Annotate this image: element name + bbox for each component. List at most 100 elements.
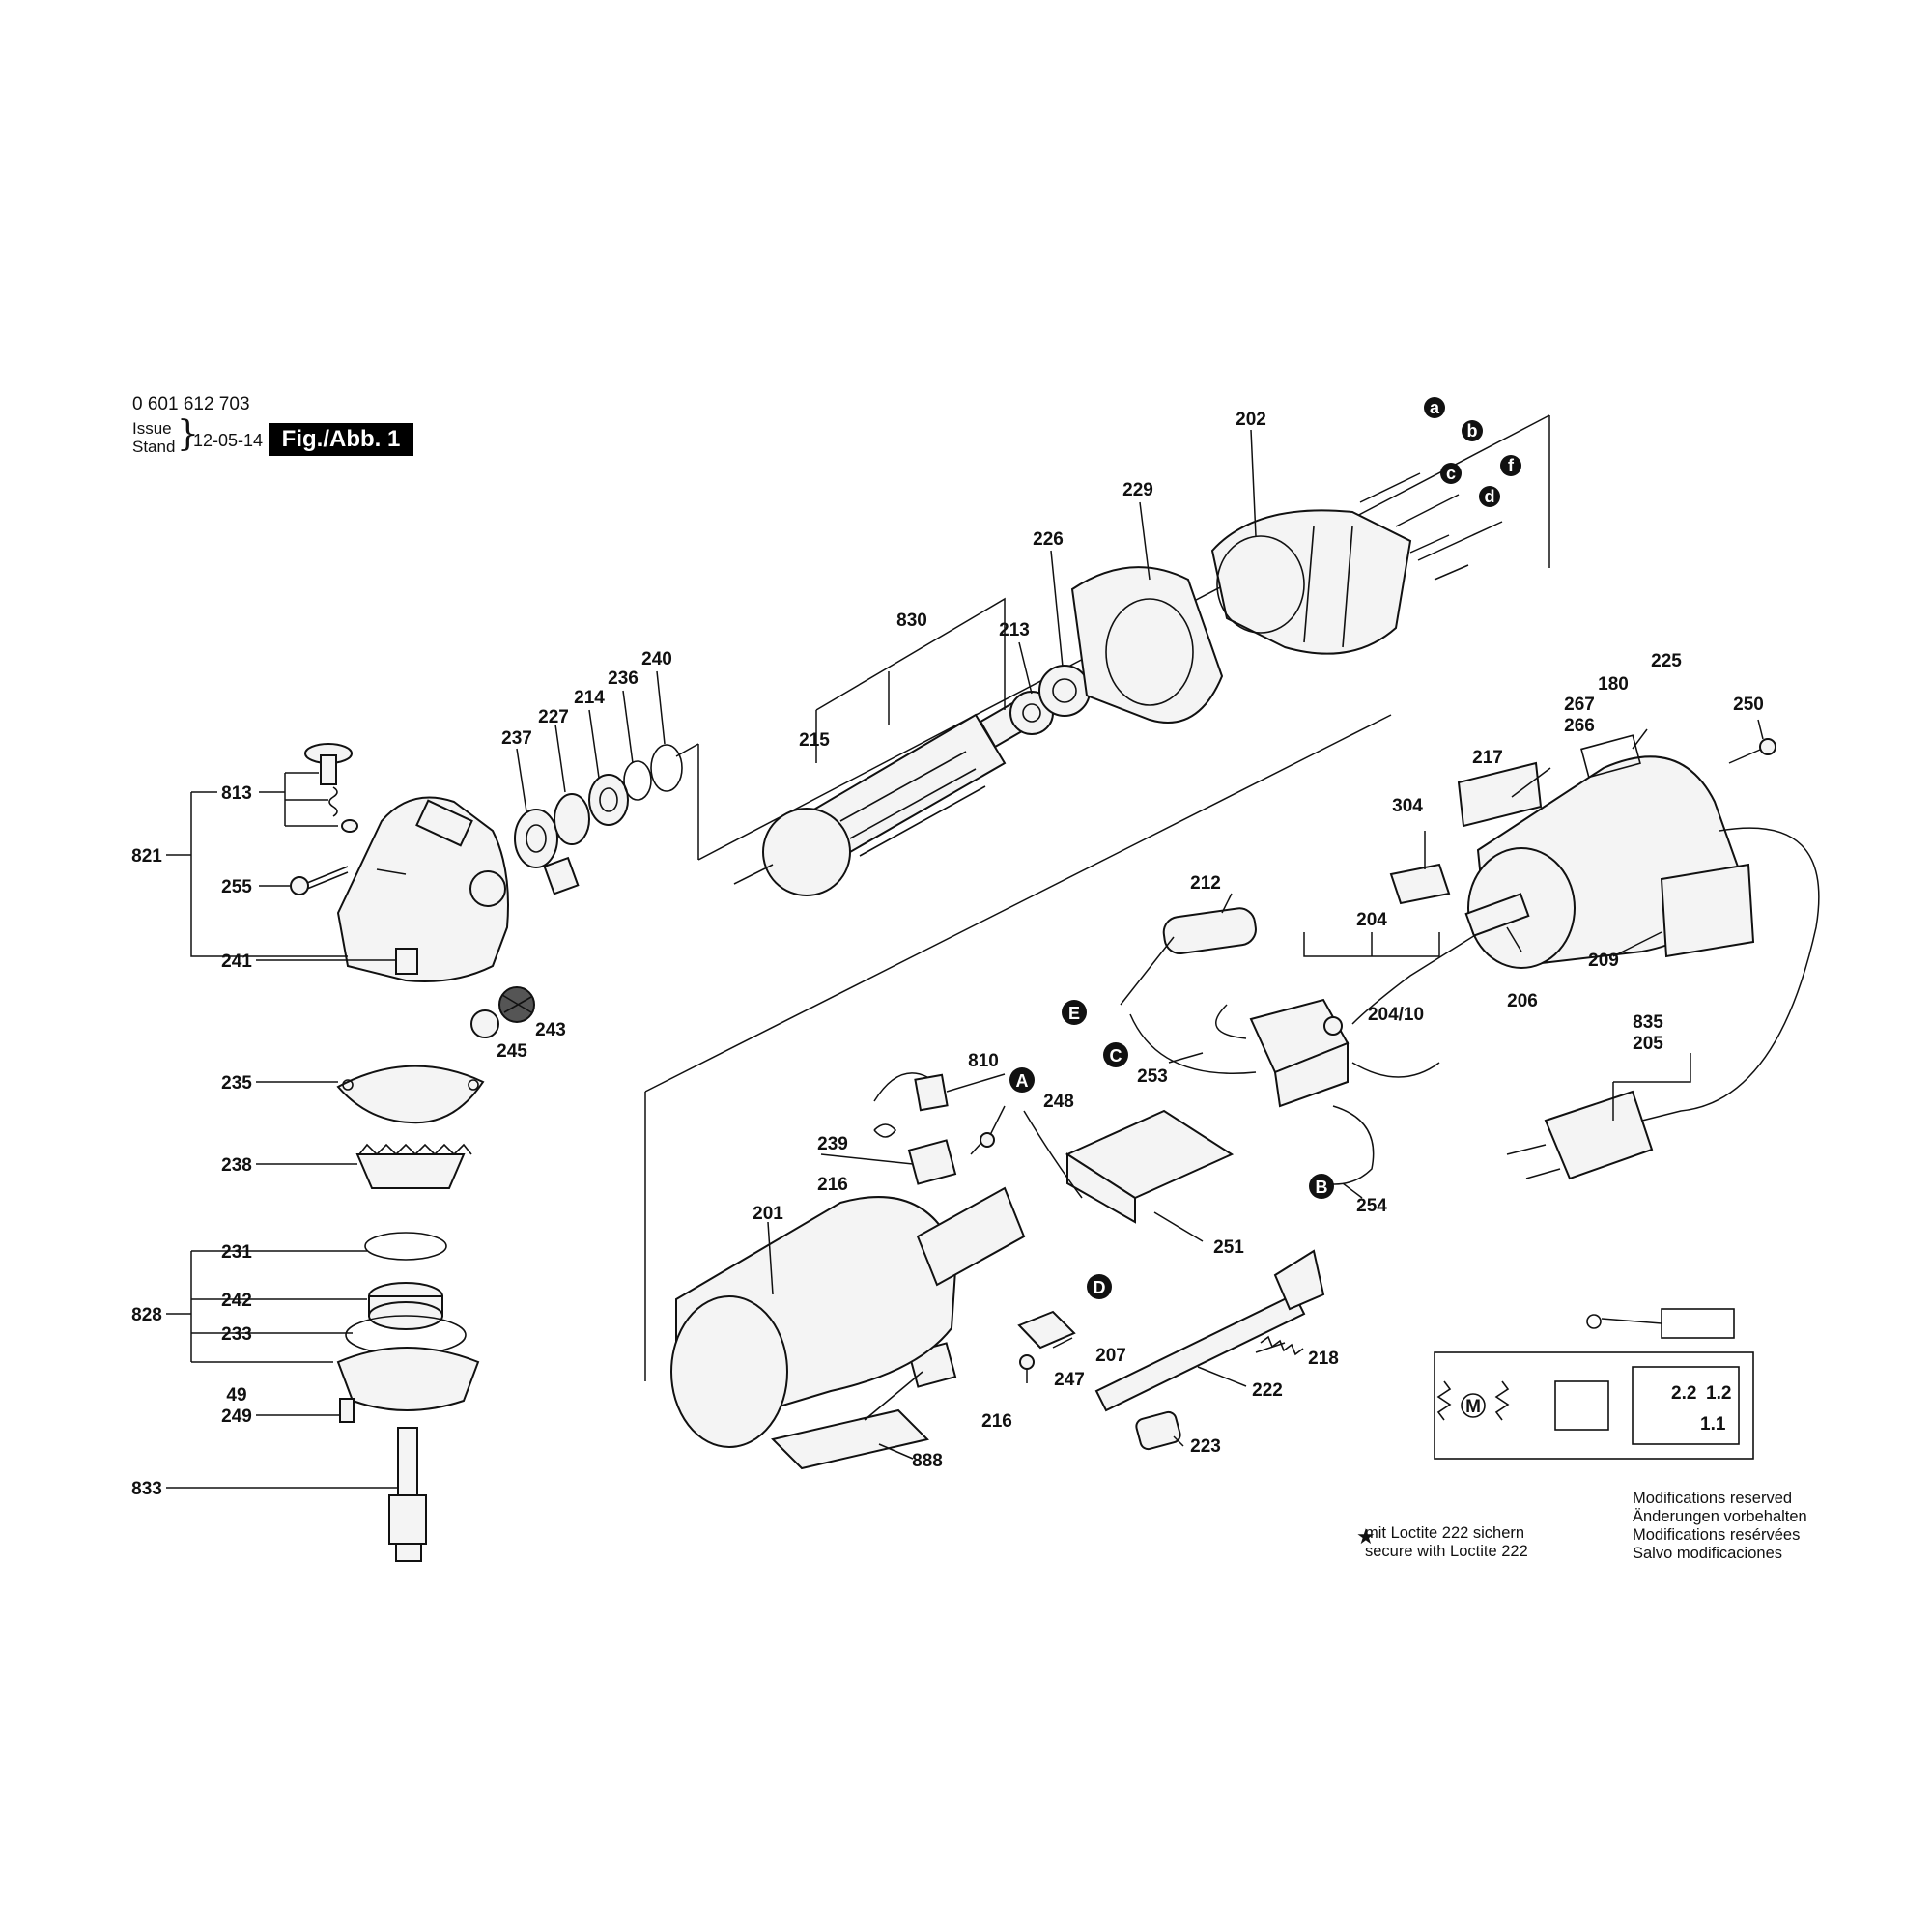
spindle-bearing bbox=[368, 1282, 443, 1330]
schematic-motor-symbol: M bbox=[1465, 1397, 1481, 1417]
wire-marker-D: D bbox=[1087, 1274, 1112, 1299]
needle-cage bbox=[543, 856, 580, 895]
label-888 bbox=[771, 1408, 929, 1470]
circuit-schematic bbox=[1434, 1308, 1754, 1460]
switch-rod bbox=[1094, 1249, 1325, 1412]
label-231: 231 bbox=[221, 1242, 252, 1263]
issue-stand-labels: Issue Stand bbox=[132, 419, 175, 456]
wire-marker-c: c bbox=[1440, 463, 1462, 484]
part-labels: 202 229 226 830 213 215 240 236 214 227 … bbox=[131, 410, 1764, 1499]
label-206: 206 bbox=[1507, 991, 1538, 1011]
svg-text:a: a bbox=[1430, 398, 1440, 417]
label-218: 218 bbox=[1308, 1349, 1339, 1369]
label-835: 835 bbox=[1633, 1012, 1663, 1033]
svg-text:b: b bbox=[1467, 421, 1478, 440]
label-205: 205 bbox=[1633, 1034, 1663, 1054]
label-202: 202 bbox=[1236, 410, 1266, 430]
mains-plug bbox=[1506, 1090, 1654, 1180]
modifications-es: Salvo modificaciones bbox=[1633, 1545, 1782, 1562]
star-icon: ★ bbox=[1356, 1524, 1376, 1548]
label-229: 229 bbox=[1122, 480, 1153, 500]
label-267: 267 bbox=[1564, 695, 1595, 715]
wire-marker-b: b bbox=[1462, 420, 1483, 441]
label-49: 49 bbox=[226, 1385, 246, 1406]
circlip bbox=[364, 1232, 447, 1261]
wire-marker-C: C bbox=[1103, 1042, 1128, 1067]
modifications-en: Modifications reserved bbox=[1633, 1490, 1793, 1507]
svg-text:E: E bbox=[1068, 1004, 1080, 1023]
gear-cover-plate bbox=[336, 1065, 485, 1124]
loctite-note: mit Loctite 222 sichern secure with Loct… bbox=[1365, 1524, 1528, 1561]
main-housing bbox=[670, 1186, 1026, 1448]
needle-bearing bbox=[395, 948, 418, 975]
field-wires bbox=[1359, 472, 1503, 581]
label-830: 830 bbox=[896, 611, 927, 631]
screw-204-10 bbox=[1323, 1016, 1343, 1036]
label-236: 236 bbox=[608, 668, 639, 689]
document-number: 0 601 612 703 bbox=[132, 394, 250, 414]
label-266: 266 bbox=[1564, 716, 1595, 736]
label-888: 888 bbox=[912, 1451, 943, 1471]
label-241: 241 bbox=[221, 952, 252, 972]
plate-304 bbox=[1389, 863, 1451, 905]
issue-label: Issue bbox=[132, 419, 172, 438]
brush-holder-upper bbox=[907, 1139, 957, 1185]
gear-head-housing bbox=[336, 796, 509, 982]
label-304: 304 bbox=[1392, 796, 1423, 816]
suppressor-capacitor bbox=[1120, 907, 1257, 1006]
schematic-contact-2-2: 2.2 bbox=[1671, 1383, 1696, 1404]
label-216-lower: 216 bbox=[981, 1411, 1012, 1432]
svg-text:d: d bbox=[1485, 487, 1495, 506]
wire-marker-f: f bbox=[1500, 455, 1521, 476]
screw-255 bbox=[290, 866, 349, 895]
label-233: 233 bbox=[221, 1324, 252, 1345]
svg-text:B: B bbox=[1316, 1178, 1328, 1197]
field-stator bbox=[1210, 509, 1412, 655]
label-249: 249 bbox=[221, 1406, 252, 1427]
label-810: 810 bbox=[968, 1051, 999, 1071]
pinion-and-nut bbox=[470, 986, 535, 1038]
svg-text:f: f bbox=[1508, 456, 1515, 475]
label-223: 223 bbox=[1190, 1436, 1221, 1457]
wire-marker-A: A bbox=[1009, 1067, 1035, 1093]
label-821: 821 bbox=[131, 846, 162, 867]
label-251: 251 bbox=[1213, 1237, 1244, 1258]
output-spindle bbox=[388, 1427, 427, 1562]
label-213: 213 bbox=[999, 620, 1030, 640]
label-209: 209 bbox=[1588, 951, 1619, 971]
power-cable bbox=[1351, 827, 1820, 1122]
label-254: 254 bbox=[1356, 1196, 1387, 1216]
brush-spring bbox=[873, 1123, 897, 1138]
figure-label: Fig./Abb. 1 bbox=[269, 423, 413, 456]
label-235: 235 bbox=[221, 1073, 252, 1094]
label-245: 245 bbox=[497, 1041, 527, 1062]
svg-text:C: C bbox=[1110, 1046, 1122, 1065]
label-227: 227 bbox=[538, 707, 569, 727]
bearing-226 bbox=[1038, 665, 1091, 717]
screw-247 bbox=[1019, 1354, 1035, 1383]
label-212: 212 bbox=[1190, 873, 1221, 894]
fan-baffle bbox=[1070, 566, 1224, 724]
wire-marker-a: a bbox=[1424, 397, 1445, 418]
svg-text:c: c bbox=[1446, 464, 1456, 483]
label-239: 239 bbox=[817, 1134, 848, 1154]
label-250: 250 bbox=[1733, 695, 1764, 715]
screw-250 bbox=[1728, 738, 1776, 764]
svg-text:D: D bbox=[1094, 1278, 1106, 1297]
label-253: 253 bbox=[1137, 1066, 1168, 1087]
leader-lines bbox=[166, 429, 1764, 1489]
label-215: 215 bbox=[799, 730, 830, 751]
label-226: 226 bbox=[1033, 529, 1064, 550]
bearing-flange bbox=[336, 1347, 480, 1411]
label-222: 222 bbox=[1252, 1380, 1283, 1401]
label-242: 242 bbox=[221, 1291, 252, 1311]
loctite-note-en: secure with Loctite 222 bbox=[1365, 1543, 1528, 1560]
schematic-contact-1-1: 1.1 bbox=[1700, 1414, 1726, 1435]
screw-248 bbox=[970, 1132, 995, 1155]
stand-label: Stand bbox=[132, 438, 176, 456]
cable-clamp bbox=[1017, 1310, 1076, 1350]
label-214: 214 bbox=[574, 688, 605, 708]
label-828: 828 bbox=[131, 1305, 162, 1325]
label-240: 240 bbox=[641, 649, 672, 669]
